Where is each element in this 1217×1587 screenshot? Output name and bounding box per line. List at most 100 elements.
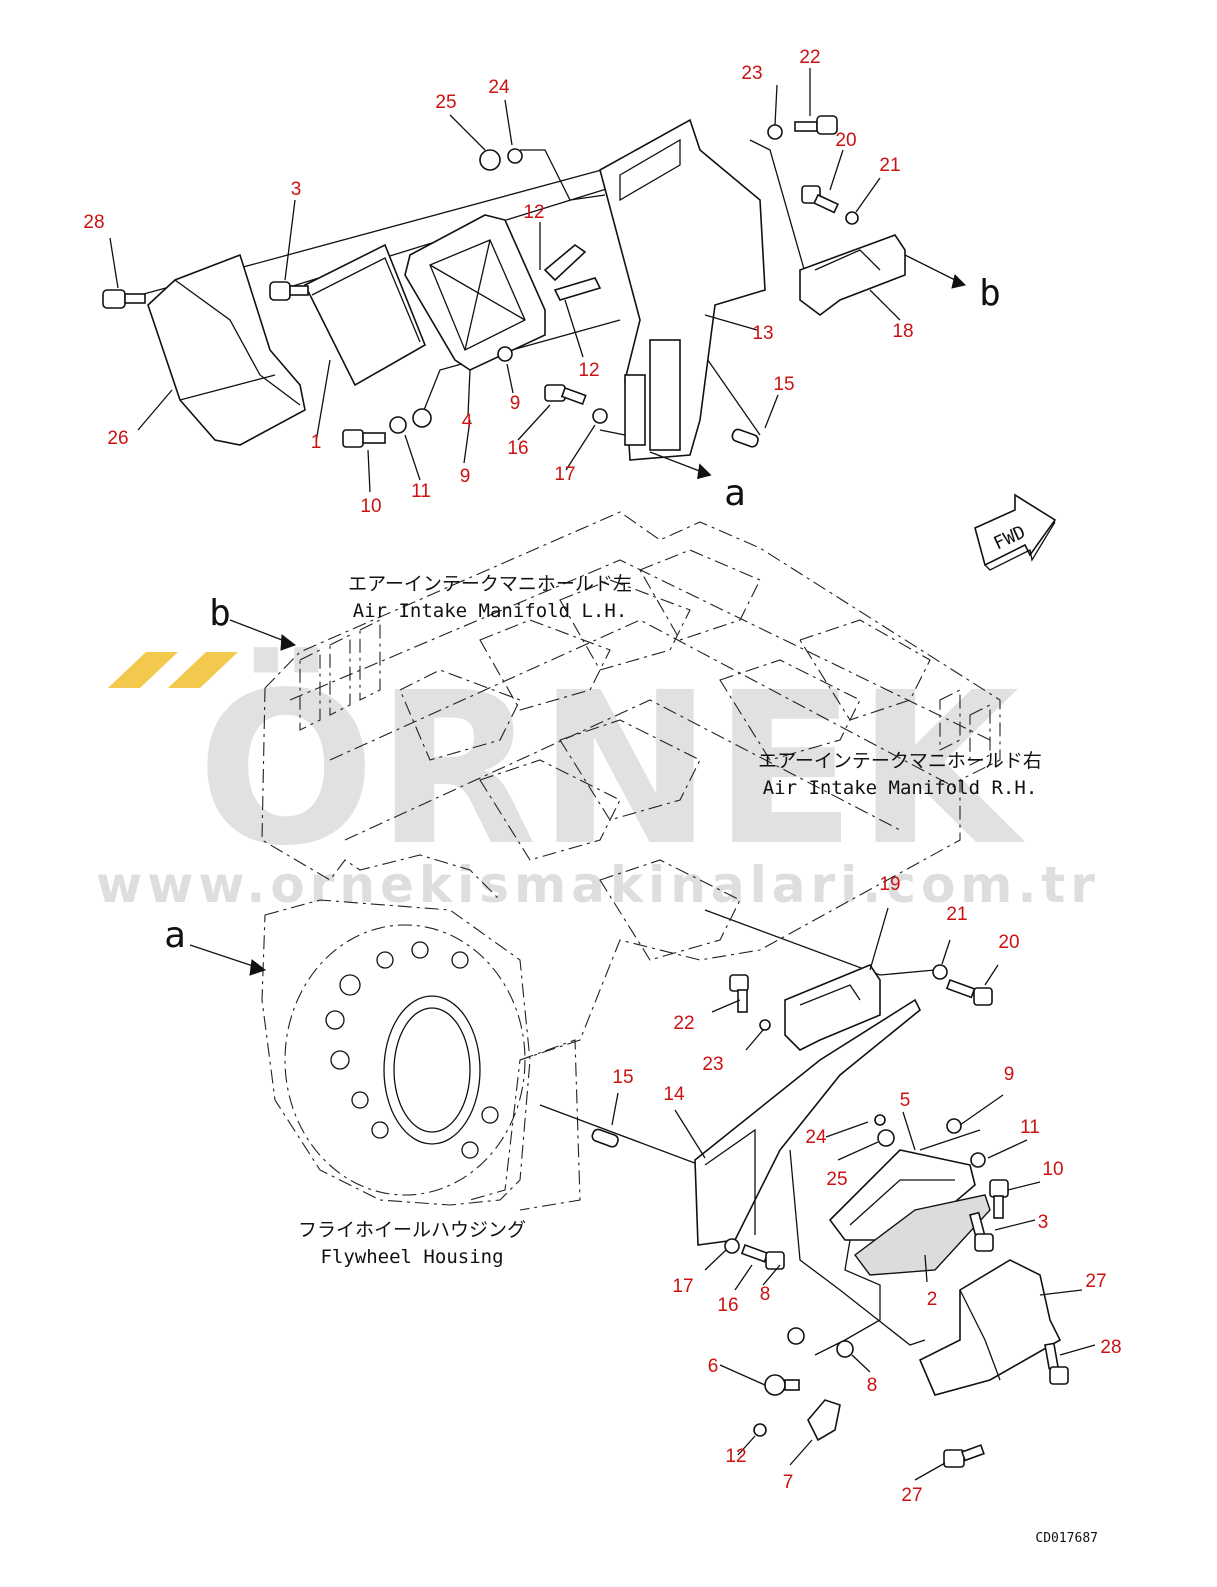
bolt-3-upper (269, 281, 309, 301)
callout-11: 11 (411, 481, 431, 502)
callout-8b: 8 (867, 1375, 878, 1396)
bracket-18 (799, 234, 906, 316)
callout-3b: 3 (1038, 1212, 1049, 1233)
bolt-28-lower (1044, 1342, 1069, 1385)
bolt-20-lower (945, 978, 993, 1006)
callout-22: 22 (799, 47, 820, 68)
bracket-4 (404, 214, 546, 371)
plate-14 (694, 998, 922, 1246)
drawing-code: CD017687 (1035, 1531, 1098, 1546)
rh-manifold-jp: エアーインテークマニホールド右 (758, 750, 1042, 772)
bolt-16-upper (544, 384, 587, 406)
bracket-19 (784, 964, 881, 1051)
callout-27: 27 (1085, 1271, 1106, 1292)
callouts: 28 3 25 24 12 26 1 10 11 9 4 9 12 16 17 … (83, 47, 1121, 1506)
lower-assembly: a b (164, 593, 1096, 1481)
callout-10b: 10 (1042, 1159, 1063, 1180)
watermark: ÖRNEK www.ornekismakinalari.com.tr (96, 646, 1100, 914)
callout-9: 9 (460, 466, 471, 487)
oring-12-lower (753, 1423, 767, 1437)
washer-17-lower (724, 1238, 740, 1254)
flywheel-en: Flywheel Housing (320, 1246, 503, 1268)
sensor-6 (764, 1374, 786, 1396)
bolt-22-lower (729, 974, 749, 1013)
nut-25-upper (479, 149, 501, 171)
nut-9-lower (946, 1118, 962, 1134)
bolt-16-lower (740, 1243, 785, 1270)
callout-28b: 28 (1100, 1337, 1121, 1358)
watermark-accent-right (168, 652, 238, 688)
washer-11-upper (389, 416, 407, 434)
callout-3: 3 (291, 179, 302, 200)
callout-4: 4 (462, 411, 473, 432)
watermark-brand: ÖRNEK (197, 646, 1026, 892)
ref-a-upper: a (724, 473, 746, 514)
engine-block-phantom (261, 511, 1001, 1211)
ecu-plate-1 (303, 243, 427, 387)
callout-18: 18 (892, 321, 913, 342)
bolt-20-upper (801, 185, 840, 214)
callout-23b: 23 (702, 1054, 723, 1075)
callout-11b: 11 (1020, 1117, 1040, 1138)
callout-21b: 21 (946, 904, 967, 925)
callout-28: 28 (83, 212, 104, 233)
callout-17b: 17 (672, 1276, 693, 1297)
callout-1: 1 (311, 432, 322, 453)
washer-23-lower (759, 1019, 771, 1031)
callout-13: 13 (752, 323, 773, 344)
callout-5: 5 (900, 1090, 911, 1111)
flywheel-jp: フライホイールハウジング (298, 1219, 526, 1241)
bracket-5 (828, 1149, 976, 1241)
callout-20: 20 (835, 130, 856, 151)
lh-manifold-jp: エアーインテークマニホールド左 (348, 573, 632, 595)
callout-10: 10 (360, 496, 381, 517)
cover-27 (918, 1259, 1062, 1396)
callout-23: 23 (741, 63, 762, 84)
callout-9c: 9 (1004, 1064, 1015, 1085)
callout-12b: 12 (578, 360, 599, 381)
ecu-2 (854, 1194, 991, 1276)
fitting-12 (553, 277, 602, 301)
upper-assembly: a b (102, 68, 1001, 514)
bolt-3-lower (969, 1211, 994, 1252)
callout-6: 6 (708, 1356, 719, 1377)
callout-16: 16 (507, 438, 528, 459)
rh-manifold-en: Air Intake Manifold R.H. (763, 777, 1038, 799)
washer-23-upper (767, 124, 783, 140)
callout-8: 8 (760, 1284, 771, 1305)
callout-24b: 24 (805, 1127, 827, 1148)
watermark-accent-left (108, 652, 178, 688)
watermark-url: www.ornekismakinalari.com.tr (96, 856, 1100, 914)
washer-24-upper (507, 148, 523, 164)
callout-26: 26 (107, 428, 128, 449)
callout-2: 2 (927, 1289, 938, 1310)
bolt-28-upper (102, 289, 146, 309)
callout-12: 12 (523, 202, 544, 223)
callout-14: 14 (663, 1084, 685, 1105)
callout-7: 7 (783, 1472, 794, 1493)
callout-17: 17 (554, 464, 575, 485)
washer-11-lower (970, 1152, 986, 1168)
callout-25: 25 (435, 92, 456, 113)
callout-9b: 9 (510, 393, 521, 414)
oring-8-b (836, 1340, 854, 1358)
washer-17-upper (592, 408, 608, 424)
callout-16b: 16 (717, 1295, 738, 1316)
ref-b-upper: b (979, 273, 1001, 314)
bolt-27-lower (943, 1444, 985, 1468)
sensor-7 (807, 1399, 841, 1442)
washer-21-upper (845, 211, 859, 225)
callout-12c: 12 (725, 1446, 746, 1467)
fwd-arrow-icon: FWD (974, 493, 1057, 571)
callout-19: 19 (879, 874, 900, 895)
callout-27b: 27 (901, 1485, 922, 1506)
callout-20b: 20 (998, 932, 1019, 953)
callout-15b: 15 (612, 1067, 633, 1088)
hose-12 (543, 243, 587, 282)
nut-9-mid (497, 346, 513, 362)
bolt-10-upper (342, 429, 386, 448)
callout-24: 24 (488, 77, 510, 98)
callout-15: 15 (773, 374, 794, 395)
callout-21: 21 (879, 155, 900, 176)
